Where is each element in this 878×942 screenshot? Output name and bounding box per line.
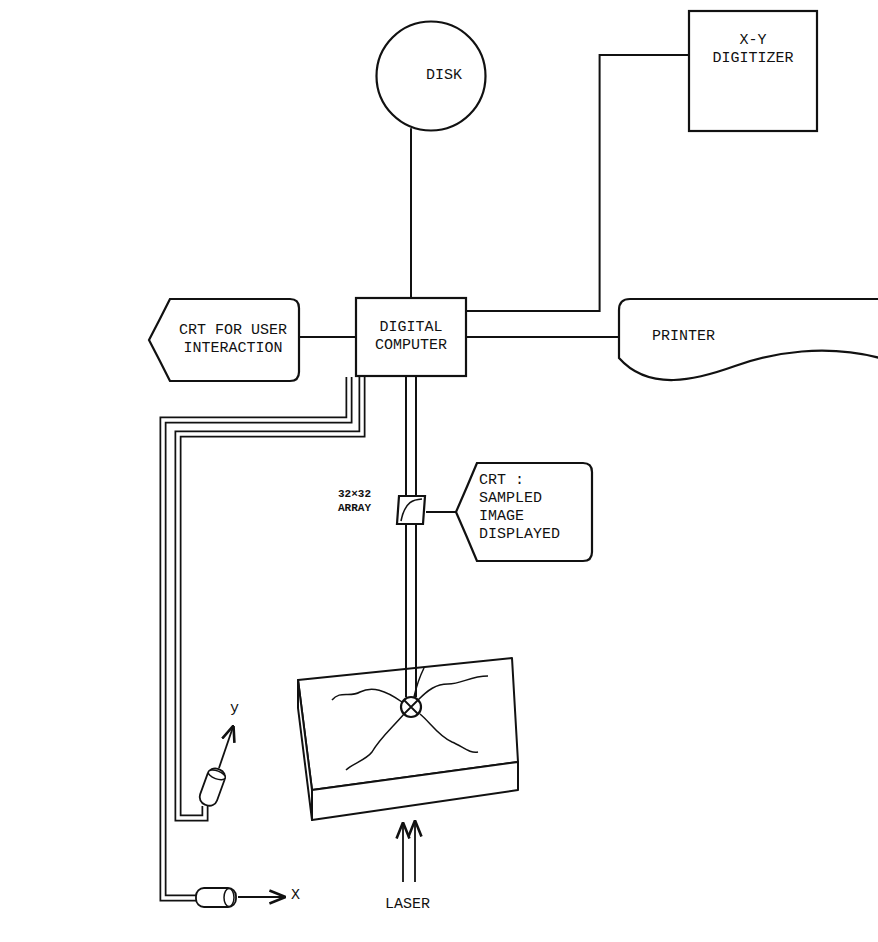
cable <box>467 336 619 338</box>
crt-display: CRT : SAMPLED IMAGE DISPLAYED <box>455 462 593 562</box>
x-motor <box>196 888 236 907</box>
optical-beam <box>405 377 417 495</box>
y-axis-arrow <box>219 727 233 768</box>
laser-arrow <box>414 822 416 882</box>
source-label: LASER <box>385 896 430 914</box>
axis-label: X <box>291 887 300 905</box>
cable <box>467 55 688 311</box>
node-label: X-Y DIGITIZER <box>698 32 808 68</box>
node-label: 32×32 ARRAY <box>338 487 388 516</box>
node-label: DISK <box>426 67 462 85</box>
crt-display: CRT FOR USER INTERACTION <box>148 298 300 382</box>
cable <box>299 336 355 338</box>
detector-array-outline <box>396 495 426 525</box>
computer-box: DIGITAL COMPUTER <box>355 297 467 377</box>
sample-spot-cross <box>404 700 418 714</box>
y-motor <box>197 766 227 808</box>
digitizer-box: X-Y DIGITIZER <box>688 10 818 132</box>
node-label: CRT FOR USER INTERACTION <box>172 322 294 358</box>
printer-paper: PRINTER <box>618 298 878 384</box>
node-label: CRT : SAMPLED IMAGE DISPLAYED <box>479 472 587 544</box>
specimen-slab <box>298 658 518 820</box>
disk-circle: DISK <box>375 20 487 132</box>
node-label: DIGITAL COMPUTER <box>361 319 461 355</box>
x-axis-arrow <box>238 896 284 898</box>
cable <box>410 128 412 297</box>
digitizer-box-outline <box>688 10 818 132</box>
axis-label: y <box>230 700 239 718</box>
array-curve <box>401 499 422 521</box>
cable <box>426 511 456 513</box>
detector-array: 32×32 ARRAY <box>396 495 426 525</box>
crack-lines <box>332 668 488 770</box>
laser-arrow <box>402 824 404 882</box>
optical-beam-inner <box>407 377 415 495</box>
sample-spot <box>401 697 421 717</box>
node-label: PRINTER <box>652 328 715 346</box>
optical-beam <box>406 525 416 697</box>
